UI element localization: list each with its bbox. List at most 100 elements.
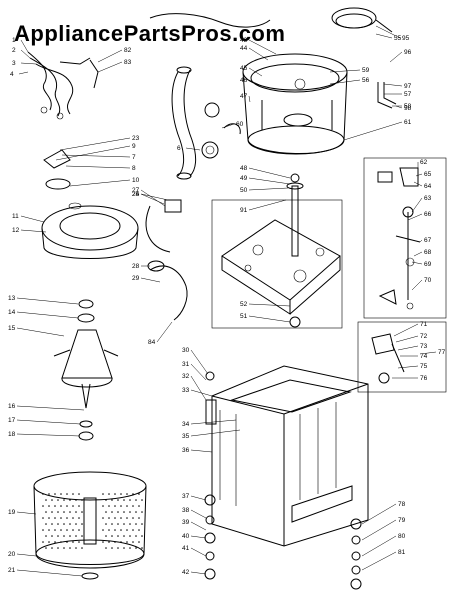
perforation-dot bbox=[60, 493, 62, 495]
perforation-dot bbox=[57, 535, 59, 537]
perforation-dot bbox=[69, 535, 71, 537]
callout-number: 68 bbox=[424, 249, 432, 256]
callout-number: 44 bbox=[240, 45, 248, 52]
callout-leader bbox=[190, 375, 207, 401]
perforation-dot bbox=[51, 523, 53, 525]
perforation-dot bbox=[42, 529, 44, 531]
perforation-dot bbox=[102, 517, 104, 519]
callout-number: 3 bbox=[12, 60, 16, 67]
callout-leader bbox=[16, 327, 65, 337]
callout-layer: 1234678910111213141516171819202123242527… bbox=[8, 25, 446, 577]
perforation-dot bbox=[132, 517, 134, 519]
perforation-dot bbox=[126, 517, 128, 519]
callout-leader bbox=[248, 47, 269, 61]
callout-leader bbox=[415, 173, 423, 177]
callout-number: 81 bbox=[398, 549, 406, 556]
perforation-dot bbox=[69, 499, 71, 501]
callout-leader bbox=[20, 62, 37, 65]
callout-number: 70 bbox=[424, 277, 432, 284]
perforation-dot bbox=[66, 505, 68, 507]
perforation-dot bbox=[63, 547, 65, 549]
callout-leader bbox=[248, 167, 291, 179]
callout-number: 80 bbox=[398, 533, 406, 540]
perforation-dot bbox=[120, 493, 122, 495]
callout-number: 82 bbox=[124, 47, 132, 54]
perforation-dot bbox=[114, 493, 116, 495]
callout-leader bbox=[419, 239, 423, 243]
callout-number: 2 bbox=[12, 47, 16, 54]
callout-leader bbox=[248, 39, 277, 55]
callout-number: 32 bbox=[182, 373, 190, 380]
callout-leader bbox=[395, 105, 403, 109]
callout-number: 98 bbox=[404, 105, 412, 112]
callout-leader bbox=[140, 189, 166, 207]
callout-leader bbox=[65, 165, 131, 169]
perforation-dot bbox=[54, 505, 56, 507]
callout-number: 83 bbox=[124, 59, 132, 66]
perforation-dot bbox=[45, 499, 47, 501]
perforation-dot bbox=[63, 511, 65, 513]
leveling-feet bbox=[204, 371, 217, 580]
perforation-dot bbox=[123, 499, 125, 501]
callout-leader bbox=[361, 503, 397, 525]
callout-number: 20 bbox=[8, 551, 16, 558]
perforation-dot bbox=[141, 523, 143, 525]
perforation-dot bbox=[141, 535, 143, 537]
callout-number: 49 bbox=[240, 175, 248, 182]
perforation-dot bbox=[69, 547, 71, 549]
wire-harness bbox=[27, 51, 99, 120]
perforation-dot bbox=[48, 517, 50, 519]
callout-number: 21 bbox=[8, 567, 16, 574]
callout-number: 23 bbox=[132, 135, 140, 142]
callout-leader bbox=[221, 123, 235, 129]
callout-leader bbox=[407, 213, 423, 221]
perforation-dot bbox=[51, 547, 53, 549]
watermark: AppliancePartsPros.com bbox=[14, 21, 285, 46]
callout-number: 75 bbox=[420, 363, 428, 370]
callout-leader bbox=[248, 187, 289, 191]
perforation-dot bbox=[51, 511, 53, 513]
perforation-dot bbox=[45, 511, 47, 513]
callout-leader bbox=[190, 495, 207, 501]
perforation-dot bbox=[63, 535, 65, 537]
snubber-bracket bbox=[43, 149, 71, 190]
perforation-dot bbox=[60, 517, 62, 519]
perforation-dot bbox=[78, 541, 80, 543]
callout-number: 56 bbox=[362, 77, 370, 84]
callout-number: 66 bbox=[424, 211, 432, 218]
callout-leader bbox=[375, 33, 393, 39]
callout-number: 14 bbox=[8, 309, 16, 316]
callout-leader bbox=[20, 229, 47, 233]
callout-leader bbox=[18, 71, 29, 75]
callout-number: 29 bbox=[132, 275, 140, 282]
callout-leader bbox=[361, 551, 397, 571]
perforation-dot bbox=[69, 511, 71, 513]
perforation-dot bbox=[54, 493, 56, 495]
callout-leader bbox=[329, 79, 361, 85]
callout-number: 4 bbox=[10, 71, 14, 78]
perforation-dot bbox=[138, 505, 140, 507]
callout-number: 8 bbox=[132, 165, 136, 172]
callout-leader bbox=[361, 535, 397, 557]
perforation-dot bbox=[111, 511, 113, 513]
callout-leader bbox=[16, 405, 85, 411]
perforation-dot bbox=[72, 517, 74, 519]
perforation-dot bbox=[114, 505, 116, 507]
callout-leader bbox=[61, 154, 131, 158]
perforation-dot bbox=[48, 529, 50, 531]
perforation-dot bbox=[102, 505, 104, 507]
callout-leader bbox=[248, 79, 263, 87]
callout-number: 13 bbox=[8, 295, 16, 302]
callout-leader bbox=[419, 351, 437, 355]
callout-leader bbox=[383, 83, 403, 87]
callout-number: 36 bbox=[182, 447, 190, 454]
callout-number: 33 bbox=[182, 387, 190, 394]
callout-leader bbox=[190, 389, 213, 397]
perforation-dot bbox=[72, 541, 74, 543]
perforation-dot bbox=[75, 535, 77, 537]
perforation-dot bbox=[78, 529, 80, 531]
callout-leader bbox=[190, 363, 207, 381]
callout-number: 55 bbox=[394, 35, 402, 42]
perforation-dot bbox=[105, 499, 107, 501]
callout-leader bbox=[397, 365, 419, 369]
